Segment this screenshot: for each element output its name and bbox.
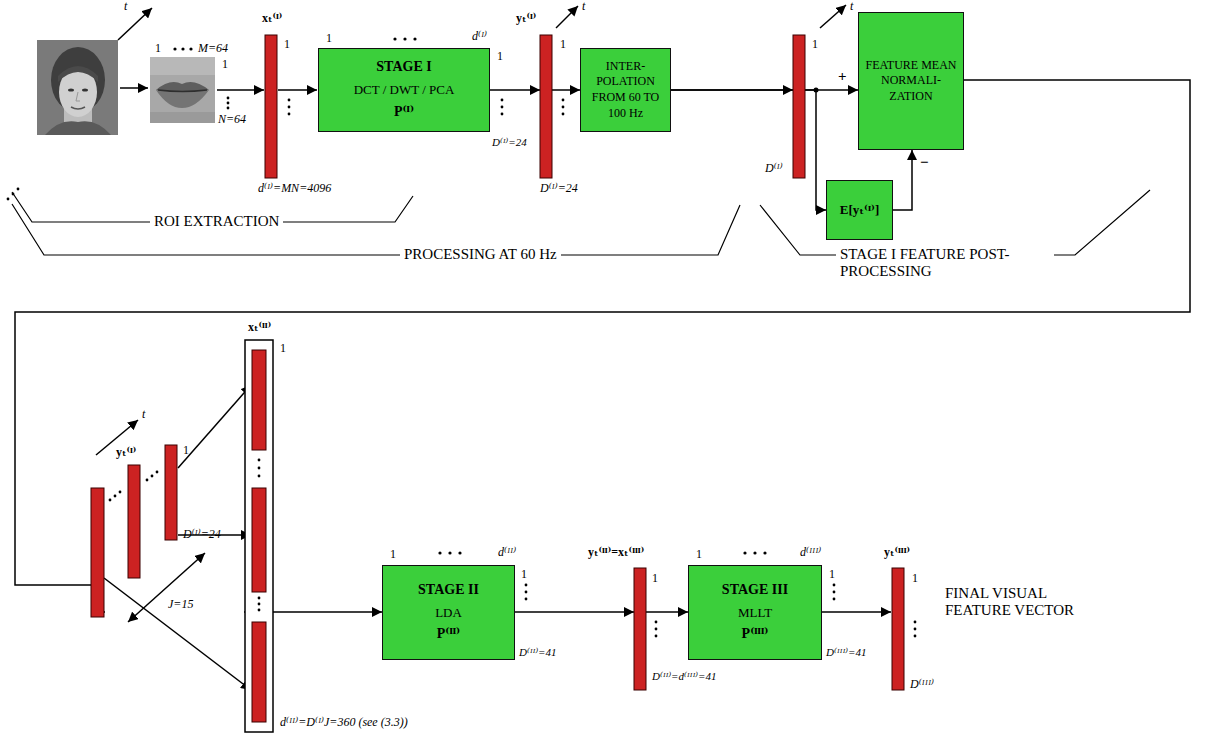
vector-name: yₜ⁽ᴵ⁾ [516, 12, 536, 26]
dimension-label: M=64 [198, 42, 228, 56]
flow-connector [490, 85, 580, 95]
box-text: P⁽ᴵ⁾ [354, 104, 455, 121]
dimension-label: d⁽ᴵᴵᴵ⁾ [800, 546, 821, 560]
box-text: MLLT [722, 605, 788, 621]
box-text-group: STAGE III MLLT P⁽ᴵᴵᴵ⁾ [722, 582, 788, 643]
connector-line [515, 611, 688, 613]
index-label: 1 [280, 342, 286, 356]
process-box: STAGE I DCT / DWT / PCA P⁽ᴵ⁾ [318, 48, 490, 132]
dimension-label: D⁽ᴵ⁾ [765, 162, 783, 176]
face-photo [37, 40, 118, 135]
index-label: 1 [560, 38, 566, 52]
arrow-head [570, 85, 580, 95]
arrow-head [678, 607, 688, 617]
arrow-head [816, 205, 826, 215]
arrow-heads [530, 85, 819, 617]
process-box: STAGE III MLLT P⁽ᴵᴵᴵ⁾ [688, 565, 822, 660]
dimension-label: d⁽ᴵ⁾ [472, 30, 487, 44]
box-text: FEATURE MEAN NORMALI- ZATION [862, 58, 960, 105]
vector-name: yₜ⁽ᴵᴵ⁾=xₜ⁽ᴵᴵᴵ⁾ [588, 546, 644, 560]
index-label: 1 [326, 32, 332, 46]
index-label: 1 [390, 548, 396, 562]
stage-caption: ROI EXTRACTION [150, 213, 283, 230]
box-text-group: FEATURE MEAN NORMALI- ZATION [862, 58, 960, 105]
box-text-group: STAGE II LDA P⁽ᴵᴵ⁾ [418, 582, 479, 643]
index-label: 1 [155, 42, 161, 56]
box-text: E[yₜ⁽ᴵ⁾] [840, 202, 879, 218]
dimension-label: D⁽ᴵ⁾=24 [540, 182, 578, 196]
box-text: INTER- POLATION FROM 60 TO 100 Hz [584, 59, 667, 121]
vector-name: yₜ⁽ᴵᴵᴵ⁾ [884, 546, 910, 560]
ellipsis-dots [7, 37, 917, 637]
process-box: E[yₜ⁽ᴵ⁾] [826, 180, 893, 240]
connector-line [15, 80, 1190, 612]
output-caption: FINAL VISUAL FEATURE VECTOR [945, 585, 1075, 620]
box-text-group: INTER- POLATION FROM 60 TO 100 Hz [584, 59, 667, 121]
box-text: DCT / DWT / PCA [354, 82, 455, 98]
stage-caption: STAGE I FEATURE POST-PROCESSING [836, 246, 1054, 281]
mouth-roi-image [150, 57, 215, 123]
vector-name: yₜ⁽ᴵ⁾ [116, 446, 136, 460]
flow-connector [15, 80, 1190, 617]
vector-name: xₜ⁽ᴵᴵ⁾ [248, 321, 271, 335]
dimension-label: D⁽ᴵ⁾=24 [183, 528, 221, 542]
index-label: 1 [284, 38, 290, 52]
index-label: 1 [183, 444, 189, 458]
dimension-label: d⁽ᴵ⁾=MN=4096 [258, 182, 331, 196]
stacked-vector [245, 340, 273, 732]
feature-vectors [91, 35, 904, 690]
arrow-head [907, 150, 917, 160]
dimension-label: D⁽ᴵᴵ⁾=d⁽ᴵᴵᴵ⁾=41 [652, 670, 716, 683]
flow-connector [515, 607, 688, 617]
dimension-label: N=64 [218, 113, 246, 127]
dimension-label: D⁽ᴵᴵ⁾=41 [519, 646, 557, 659]
box-text-group: E[yₜ⁽ᴵ⁾] [840, 202, 879, 218]
index-label: 1 [222, 58, 228, 72]
dimension-label: d⁽ᴵᴵ⁾=D⁽ᴵ⁾J=360 (see (3.3)) [280, 716, 408, 730]
process-box: INTER- POLATION FROM 60 TO 100 Hz [580, 48, 671, 132]
index-label: 1 [652, 572, 658, 586]
flow-arrows [96, 5, 891, 690]
flow-connector [893, 150, 917, 210]
index-label: 1 [521, 568, 527, 582]
arrow-head [372, 607, 382, 617]
dimension-label: t [850, 0, 853, 14]
dimension-label: t [582, 0, 585, 14]
box-text: STAGE III [722, 582, 788, 599]
dimension-label: d⁽ᴵᴵ⁾ [498, 546, 516, 560]
box-text-group: STAGE I DCT / DWT / PCA P⁽ᴵ⁾ [354, 59, 455, 120]
index-label: 1 [829, 568, 835, 582]
dimension-label: t [124, 0, 127, 14]
box-text: P⁽ᴵᴵ⁾ [418, 626, 479, 643]
dimension-label: D⁽ᴵ⁾=24 [492, 136, 527, 149]
box-text: LDA [418, 605, 479, 621]
dimension-label: D⁽ᴵᴵᴵ⁾=41 [826, 646, 866, 659]
index-label: 1 [497, 50, 503, 64]
arrow-head [848, 85, 858, 95]
box-text: STAGE I [354, 59, 455, 76]
dimension-label: t [142, 408, 145, 422]
process-box: FEATURE MEAN NORMALI- ZATION [858, 12, 964, 150]
sign-label: − [920, 154, 929, 171]
dimension-label: J=15 [168, 598, 193, 612]
box-text: P⁽ᴵᴵᴵ⁾ [722, 626, 788, 643]
box-text: STAGE II [418, 582, 479, 599]
index-label: 1 [912, 572, 918, 586]
stage-caption: PROCESSING AT 60 Hz [400, 246, 561, 263]
process-box: STAGE II LDA P⁽ᴵᴵ⁾ [382, 565, 515, 660]
index-label: 1 [696, 548, 702, 562]
sign-label: + [838, 68, 847, 85]
dimension-label: D⁽ᴵᴵᴵ⁾ [910, 678, 934, 692]
index-label: 1 [812, 38, 818, 52]
vector-name: xₜ⁽ᴵ⁾ [262, 12, 282, 26]
